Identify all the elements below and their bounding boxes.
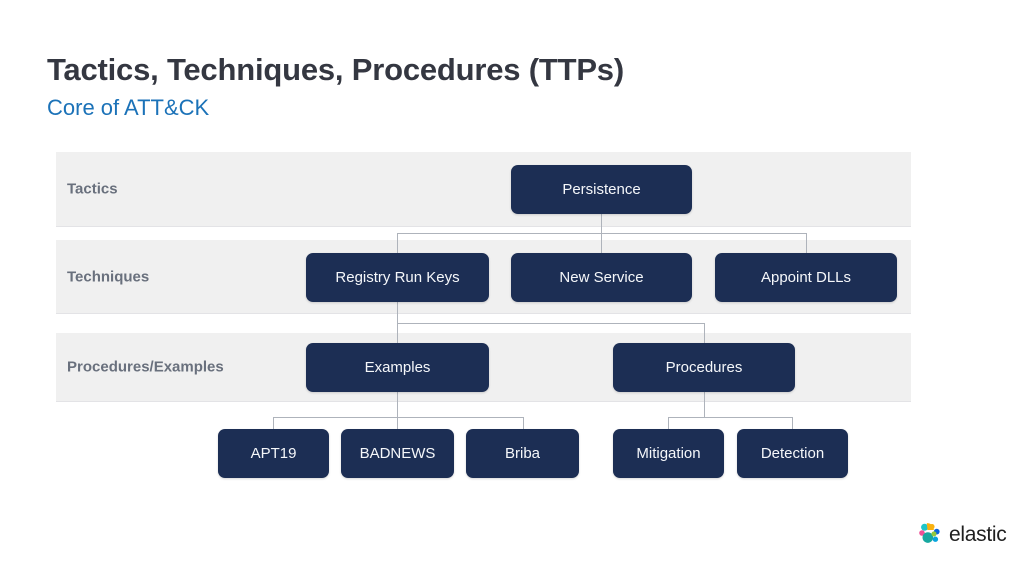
connector-drop-detection bbox=[792, 417, 793, 429]
page-subtitle: Core of ATT&CK bbox=[47, 95, 210, 120]
node-mitigation[interactable]: Mitigation bbox=[613, 429, 724, 478]
connector-examples-stem bbox=[397, 392, 398, 417]
node-new-service[interactable]: New Service bbox=[511, 253, 692, 302]
connector-drop-mitigation bbox=[668, 417, 669, 429]
elastic-logo: elastic bbox=[916, 521, 1007, 548]
connector-drop-badnews bbox=[397, 417, 398, 429]
connector-examples-bus bbox=[273, 417, 523, 418]
node-detection[interactable]: Detection bbox=[737, 429, 848, 478]
connector-techniques-bus bbox=[397, 233, 807, 234]
node-registry-run-keys[interactable]: Registry Run Keys bbox=[306, 253, 489, 302]
connector-registry-run-keys-stem bbox=[397, 302, 398, 323]
connector-drop-apt19 bbox=[273, 417, 274, 429]
node-apt19[interactable]: APT19 bbox=[218, 429, 329, 478]
connector-drop-new-service bbox=[601, 233, 602, 253]
connector-drop-appoint-dlls bbox=[806, 233, 807, 253]
connector-procedures-leaf-bus bbox=[668, 417, 793, 418]
band-label-tactics: Tactics bbox=[67, 180, 118, 198]
elastic-wordmark: elastic bbox=[949, 523, 1007, 546]
connector-drop-registry-run-keys bbox=[397, 233, 398, 253]
node-briba[interactable]: Briba bbox=[466, 429, 579, 478]
node-procedures[interactable]: Procedures bbox=[613, 343, 795, 392]
band-label-procedures-examples: Procedures/Examples bbox=[67, 358, 224, 376]
band-label-techniques: Techniques bbox=[67, 268, 150, 285]
connector-persistence-stem bbox=[601, 214, 602, 233]
node-persistence[interactable]: Persistence bbox=[511, 165, 692, 214]
connector-drop-examples bbox=[397, 323, 398, 343]
node-examples[interactable]: Examples bbox=[306, 343, 489, 392]
node-appoint-dlls[interactable]: Appoint DLLs bbox=[715, 253, 897, 302]
connector-drop-procedures bbox=[704, 323, 705, 343]
connector-drop-briba bbox=[523, 417, 524, 429]
elastic-logo-icon bbox=[916, 521, 943, 548]
node-badnews[interactable]: BADNEWS bbox=[341, 429, 454, 478]
page-title: Tactics, Techniques, Procedures (TTPs) bbox=[47, 52, 624, 87]
band-tactics: Tactics bbox=[56, 152, 911, 227]
connector-procedures-bus bbox=[397, 323, 705, 324]
connector-procedures-stem bbox=[704, 392, 705, 417]
